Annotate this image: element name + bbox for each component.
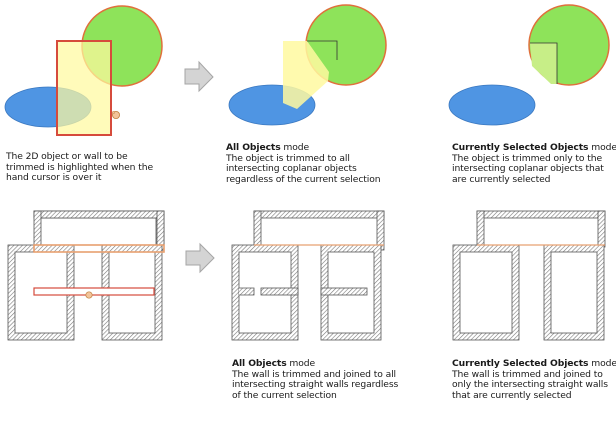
caption-line: of the current selection xyxy=(232,389,337,401)
bottom-selected-objects-panel xyxy=(452,210,606,341)
top-before-panel xyxy=(4,5,163,136)
caption-top-left: The 2D object or wall to be trimmed is h… xyxy=(6,151,154,184)
caption-line: The wall is trimmed and joined to all xyxy=(232,368,397,380)
caption-title: All Objects mode xyxy=(226,142,380,154)
caption-line: The wall is trimmed and joined to xyxy=(452,368,603,380)
yellow-trimmed-shape xyxy=(283,41,329,109)
highlighted-wall[interactable] xyxy=(33,244,165,253)
transition-arrow-icon xyxy=(184,60,214,93)
mode-suffix: mode xyxy=(588,358,616,369)
right-room-wall xyxy=(543,244,605,341)
right-room-wall xyxy=(320,244,382,341)
left-room-wall xyxy=(452,244,520,341)
top-all-objects-panel xyxy=(228,4,387,126)
caption-top-middle: All Objects mode The object is trimmed t… xyxy=(226,142,381,185)
yellow-rectangle-highlighted[interactable] xyxy=(56,40,112,136)
caption-line: only the intersecting straight walls xyxy=(452,379,608,391)
caption-line: that are currently selected xyxy=(452,389,572,401)
mode-suffix: mode xyxy=(286,358,316,369)
caption-line: intersecting straight walls regardless xyxy=(232,379,399,391)
bottom-before-panel xyxy=(7,210,165,341)
top-selected-objects-panel xyxy=(448,4,610,126)
caption-bottom-right: Currently Selected Objects mode The wall… xyxy=(452,358,616,401)
hand-cursor-icon xyxy=(112,111,121,120)
caption-line: regardless of the current selection xyxy=(226,173,381,185)
trimmed-edge xyxy=(307,40,338,60)
caption-line: trimmed is highlighted when the xyxy=(6,161,154,173)
caption-title: Currently Selected Objects mode xyxy=(452,142,616,154)
hand-cursor-icon xyxy=(85,291,93,299)
mode-suffix: mode xyxy=(588,142,616,153)
caption-line: The object is trimmed to all xyxy=(226,152,350,164)
trimmed-edge xyxy=(530,42,558,84)
caption-top-right: Currently Selected Objects mode The obje… xyxy=(452,142,616,185)
blue-ellipse xyxy=(448,84,536,126)
caption-title: Currently Selected Objects mode xyxy=(452,358,616,370)
transition-arrow-icon xyxy=(185,242,215,274)
highlighted-wall-lower xyxy=(33,287,155,296)
caption-bottom-middle: All Objects mode The wall is trimmed and… xyxy=(232,358,399,401)
mode-suffix: mode xyxy=(280,142,310,153)
caption-line: The object is trimmed only to the xyxy=(452,152,603,164)
yellow-trimmed-shape xyxy=(530,43,557,84)
caption-line: The 2D object or wall to be xyxy=(6,151,128,162)
caption-line: hand cursor is over it xyxy=(6,172,102,184)
caption-title: All Objects mode xyxy=(232,358,398,370)
caption-line: are currently selected xyxy=(452,173,551,185)
caption-line: intersecting coplanar objects that xyxy=(452,163,604,175)
bottom-all-objects-panel xyxy=(231,210,385,341)
mode-name: Currently Selected Objects xyxy=(452,142,589,153)
left-room-wall xyxy=(231,244,299,341)
mode-name: Currently Selected Objects xyxy=(452,358,589,369)
mode-name: All Objects xyxy=(226,142,281,153)
mode-name: All Objects xyxy=(232,358,287,369)
caption-line: intersecting coplanar objects xyxy=(226,163,357,175)
